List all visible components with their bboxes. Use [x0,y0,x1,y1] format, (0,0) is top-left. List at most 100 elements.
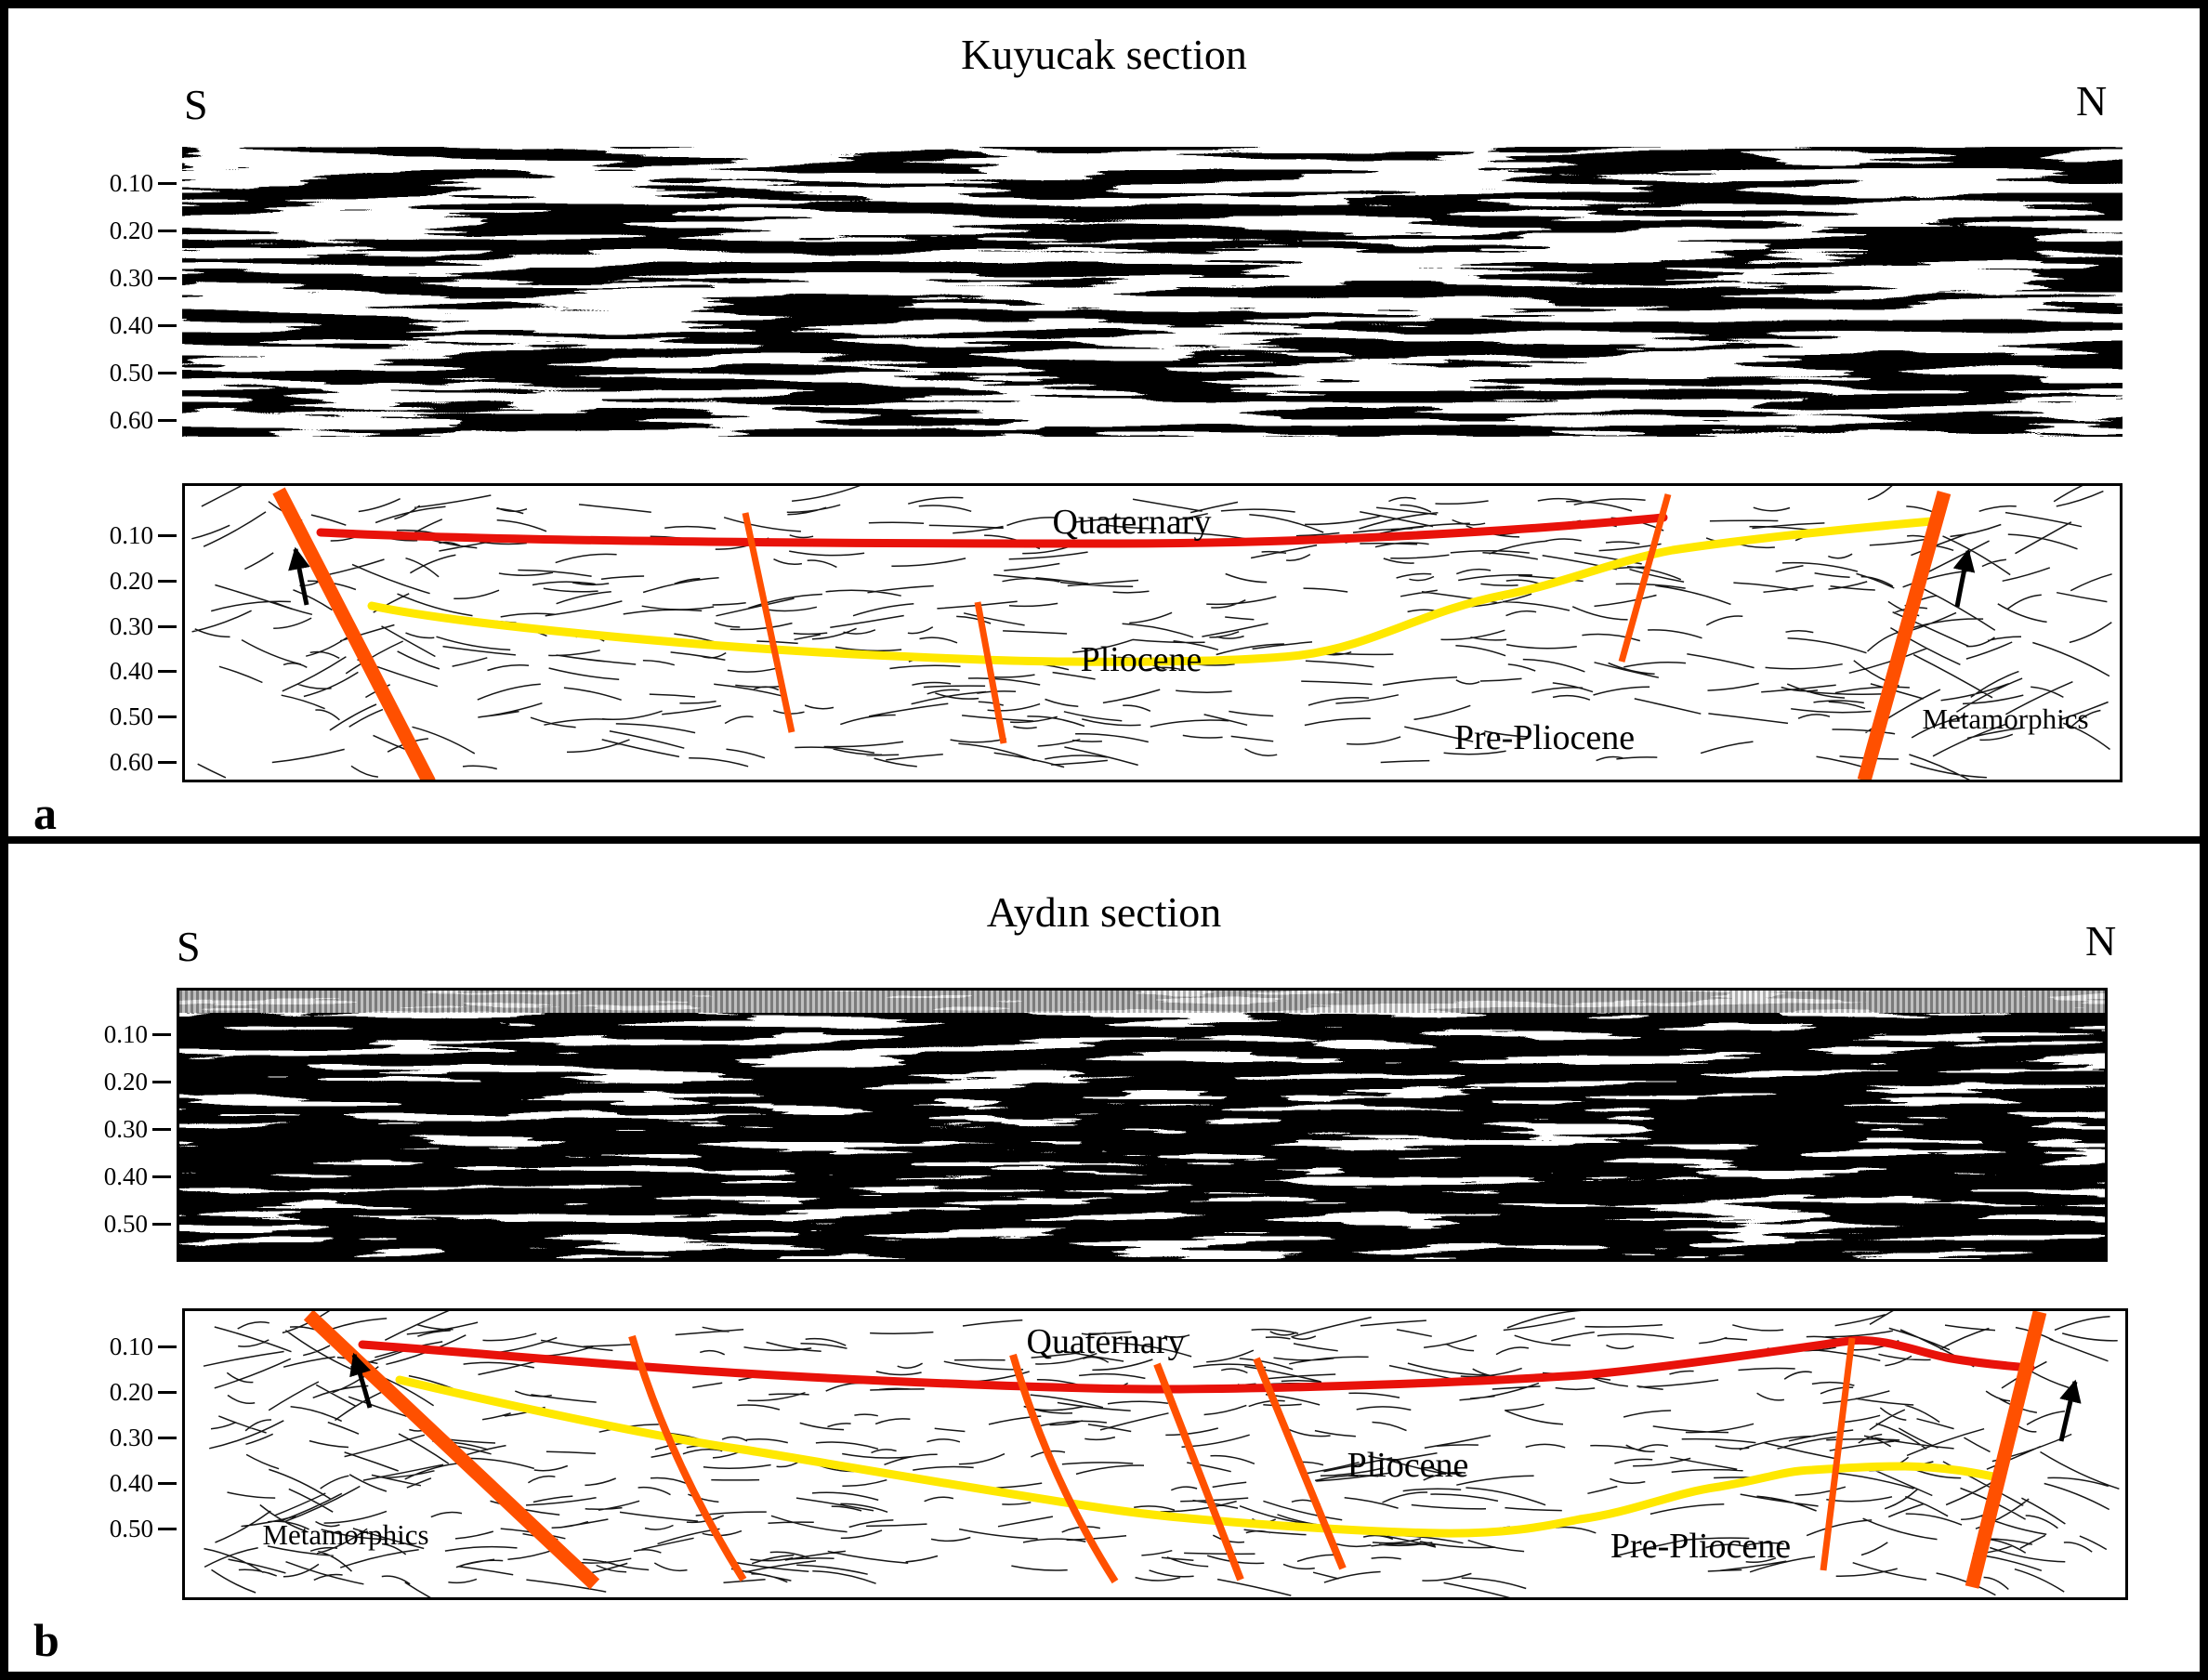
depth-label: 0.30 [109,611,153,640]
panel-b-seismic-tick-4: 0.40 [91,1162,171,1190]
tick-mark [158,323,177,327]
panel-a-letter: a [33,787,57,839]
depth-label: 0.60 [109,405,153,434]
fault-2-b [1009,1353,1119,1584]
panel-b-title: Aydın section [986,888,1222,936]
panel-a-interpretation-drawing [191,486,2112,780]
up-arrow-right-b [2058,1379,2082,1442]
panel-b-seismic-tick-3: 0.30 [91,1115,171,1143]
depth-label: 0.10 [103,1019,148,1048]
tick-mark [158,418,177,422]
tick-mark [158,181,177,185]
unit-label-quaternary-b: Quaternary [1026,1322,1186,1361]
unit-label-metamorphics-b: Metamorphics [262,1518,429,1551]
tick-mark [158,669,177,673]
panel-a-seismic-tick-6: 0.60 [97,406,177,434]
tick-mark [158,276,177,280]
up-arrow-right-a [1952,548,1976,608]
depth-label: 0.20 [109,1377,153,1406]
depth-label: 0.50 [109,358,153,387]
seismic-texture-b [179,991,2105,1259]
panel-divider [0,836,2208,844]
fault-lines-a [272,487,1952,780]
depth-label: 0.40 [103,1162,148,1190]
seismic-noise-a [182,147,2123,437]
tick-mark [152,1127,171,1131]
depth-label: 0.40 [109,310,153,339]
depth-label: 0.50 [109,1514,153,1542]
fault-motion-arrows-a [288,546,1976,608]
panel-a-seismic-tick-3: 0.30 [97,264,177,292]
up-arrow-left-a [288,546,310,606]
panel-b-interp-tick-1: 0.10 [97,1332,177,1360]
depth-label: 0.30 [109,1423,153,1451]
panel-b-seismic-tick-5: 0.50 [91,1210,171,1238]
panel-b-letter: b [33,1614,59,1666]
tick-mark [158,229,177,232]
unit-label-pliocene-b: Pliocene [1347,1446,1469,1485]
depth-label: 0.40 [109,656,153,685]
depth-label: 0.10 [109,1332,153,1360]
fault-right-antithetic-a [1618,493,1672,663]
fault-right-minor-b [1820,1337,1856,1571]
quaternary-base-horizon-a [316,513,1668,548]
panel-b-interp-tick-2: 0.20 [97,1378,177,1406]
panel-a-interp-tick-4: 0.40 [97,657,177,685]
panel-b-seismic-tick-1: 0.10 [91,1020,171,1048]
line-drawing-texture [203,1311,2120,1597]
panel-b-north-label: N [2085,917,2117,965]
panel-a-interp-tick-5: 0.50 [97,702,177,730]
seismic-noise-b [179,991,2105,1259]
fault-4-b [1253,1357,1347,1570]
depth-label: 0.20 [103,1067,148,1096]
depth-label: 0.40 [109,1468,153,1497]
depth-label: 0.60 [109,747,153,776]
pliocene-base-horizon-b [395,1375,2003,1538]
panel-a-seismic-tick-5: 0.50 [97,358,177,387]
panel-a-seismic-tick-2: 0.20 [97,216,177,244]
fault-motion-arrows-b [349,1352,2082,1442]
tick-mark [158,1345,177,1348]
panel-a-seismic-image [182,147,2123,437]
tick-mark [158,715,177,718]
panel-a-interp-tick-1: 0.10 [97,521,177,549]
seismic-top-stripes-b [179,991,2105,1013]
unit-label-pre-pliocene-b: Pre-Pliocene [1610,1527,1792,1566]
tick-mark [158,533,177,537]
depth-label: 0.50 [103,1209,148,1238]
tick-mark [152,1222,171,1226]
panel-b-interp-tick-4: 0.40 [97,1469,177,1497]
unit-label-pre-pliocene-a: Pre-Pliocene [1453,718,1636,757]
panel-b-interpretation-drawing [203,1311,2120,1597]
unit-label-pliocene-a: Pliocene [1080,640,1203,679]
panel-a-south-label: S [184,81,208,128]
panel-b-seismic-tick-2: 0.20 [91,1067,171,1096]
depth-label: 0.20 [109,566,153,595]
fault-right-major-a [1857,490,1952,780]
depth-label: 0.30 [109,263,153,292]
depth-label: 0.50 [109,702,153,730]
tick-mark [152,1175,171,1178]
quaternary-base-horizon-b [358,1335,2035,1394]
tick-mark [158,624,177,628]
tick-mark [158,1527,177,1530]
fault-mid-1-a [742,512,795,733]
seismic-texture-a [182,147,2123,437]
fault-1-b [628,1334,747,1582]
fault-3-b [1153,1362,1244,1582]
depth-label: 0.20 [109,216,153,244]
panel-a-seismic-tick-4: 0.40 [97,311,177,339]
unit-label-metamorphics-a: Metamorphics [1922,702,2089,735]
tick-mark [158,1436,177,1439]
line-drawing-layer [203,1311,2120,1597]
fault-left-major-a [272,487,436,780]
fault-right-major-b [1965,1311,2047,1589]
depth-label: 0.10 [109,520,153,549]
tick-mark [158,579,177,583]
panel-a-north-label: N [2076,77,2108,125]
panel-a-seismic-tick-1: 0.10 [97,169,177,197]
panel-a-interp-tick-2: 0.20 [97,567,177,595]
tick-mark [158,371,177,374]
depth-label: 0.10 [109,168,153,197]
